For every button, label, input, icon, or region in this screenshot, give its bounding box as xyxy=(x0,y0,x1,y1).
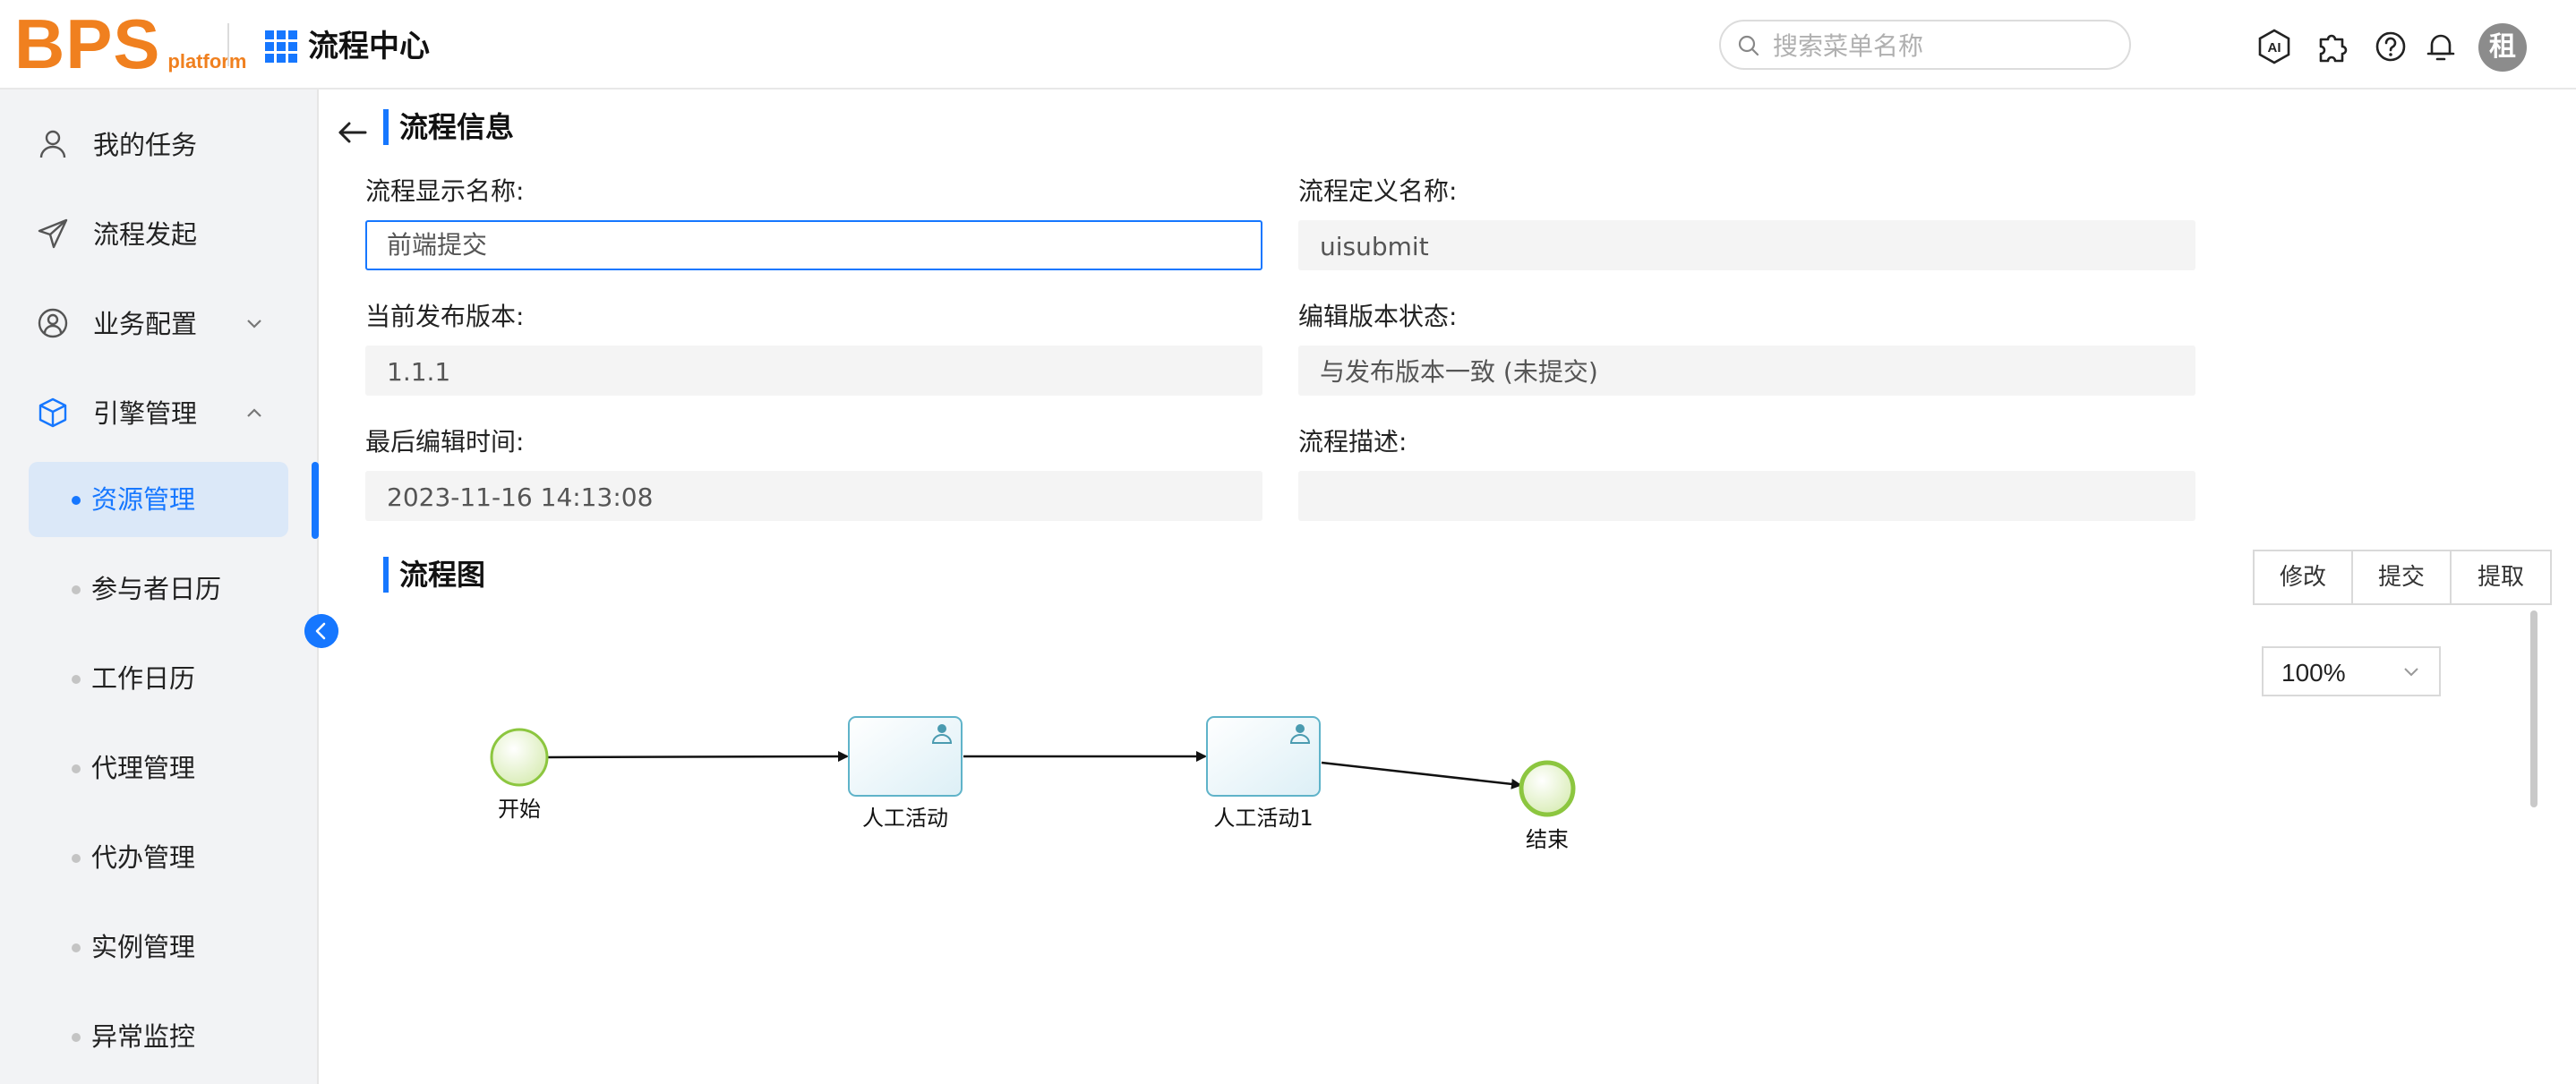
zoom-select[interactable]: 100% xyxy=(2262,646,2441,696)
field-label-description: 流程描述: xyxy=(1298,427,1408,457)
definition-name-field[interactable]: uisubmit xyxy=(1298,220,2195,270)
svg-text:AI: AI xyxy=(2268,40,2281,55)
submit-button[interactable]: 提交 xyxy=(2353,551,2452,603)
field-label-display-name: 流程显示名称: xyxy=(365,176,525,206)
bullet-dot xyxy=(72,496,81,505)
extract-button[interactable]: 提取 xyxy=(2452,551,2550,603)
sidebar-subitem-label: 工作日历 xyxy=(91,663,196,694)
bullet-dot xyxy=(72,1033,81,1042)
sidebar-item-my-tasks[interactable]: 我的任务 xyxy=(0,109,319,181)
sidebar-subitem-label: 资源管理 xyxy=(91,484,196,515)
ai-icon[interactable]: AI xyxy=(2256,29,2292,64)
sidebar-subitem-resource-management[interactable]: 资源管理 xyxy=(29,462,288,537)
flow-task2-to-end[interactable] xyxy=(1321,761,1522,790)
search-box[interactable] xyxy=(1719,20,2131,70)
bell-icon[interactable] xyxy=(2423,29,2459,64)
process-diagram xyxy=(490,716,1576,817)
display-name-input[interactable]: 前端提交 xyxy=(365,220,1262,270)
bps-logo[interactable]: BPS platform xyxy=(14,7,246,79)
sidebar-subitem-exception-monitor[interactable]: 异常监控 xyxy=(29,999,288,1074)
top-header: BPS platform 流程中心 AI 租 xyxy=(0,0,2576,90)
active-indicator-bar xyxy=(312,462,319,539)
app-grid-icon[interactable] xyxy=(265,30,297,63)
plugin-icon[interactable] xyxy=(2314,29,2349,64)
section-accent-bar xyxy=(383,109,389,145)
logo-subtext: platform xyxy=(167,50,247,73)
sidebar-item-engine-management[interactable]: 引擎管理 xyxy=(0,378,319,449)
end-node-label: 结束 xyxy=(1526,827,1569,852)
end-event-node[interactable] xyxy=(1519,760,1576,817)
bullet-dot xyxy=(72,943,81,952)
section-title-process-diagram: 流程图 xyxy=(399,558,486,592)
user-task-icon xyxy=(1289,724,1311,744)
flow-start-to-task1[interactable] xyxy=(547,751,849,763)
bullet-dot xyxy=(72,854,81,863)
search-icon xyxy=(1738,35,1759,56)
task2-node-label: 人工活动1 xyxy=(1213,806,1314,831)
help-icon[interactable] xyxy=(2373,29,2409,64)
avatar[interactable]: 租 xyxy=(2478,23,2527,72)
search-input[interactable] xyxy=(1773,30,2113,61)
zoom-value: 100% xyxy=(2281,659,2346,687)
start-event-node[interactable] xyxy=(490,728,549,787)
field-label-edit-status: 编辑版本状态: xyxy=(1298,302,1458,331)
bullet-dot xyxy=(72,585,81,594)
sidebar-subitem-label: 参与者日历 xyxy=(91,574,222,604)
sidebar-subitem-proxy-management[interactable]: 代办管理 xyxy=(29,820,288,895)
sidebar-item-start-process[interactable]: 流程发起 xyxy=(0,199,319,270)
sidebar-item-label: 我的任务 xyxy=(93,130,198,160)
sidebar-subitem-agent-management[interactable]: 代理管理 xyxy=(29,730,288,806)
field-label-definition-name: 流程定义名称: xyxy=(1298,176,1458,206)
field-label-current-version: 当前发布版本: xyxy=(365,302,525,331)
task-node-2[interactable] xyxy=(1206,716,1321,797)
bullet-dot xyxy=(72,764,81,773)
sidebar-subitem-work-calendar[interactable]: 工作日历 xyxy=(29,641,288,716)
edit-status-field[interactable]: 与发布版本一致 (未提交) xyxy=(1298,346,2195,396)
last-edit-time-field[interactable]: 2023-11-16 14:13:08 xyxy=(365,471,1262,521)
start-node-label: 开始 xyxy=(498,797,541,822)
sidebar-subitem-instance-management[interactable]: 实例管理 xyxy=(29,909,288,985)
current-version-field[interactable]: 1.1.1 xyxy=(365,346,1262,396)
app-title: 流程中心 xyxy=(308,29,430,64)
sidebar: 我的任务 流程发起 业务配置 引擎管理 资源管理 xyxy=(0,90,319,1084)
sidebar-item-label: 流程发起 xyxy=(93,219,198,250)
task-node-1[interactable] xyxy=(848,716,963,797)
send-icon xyxy=(38,218,68,249)
sidebar-subitem-label: 代理管理 xyxy=(91,753,196,783)
diagram-action-buttons: 修改 提交 提取 xyxy=(2253,550,2552,605)
task1-node-label: 人工活动 xyxy=(862,806,948,831)
sidebar-item-business-config[interactable]: 业务配置 xyxy=(0,288,319,360)
chevron-up-icon xyxy=(247,408,261,417)
logo-text: BPS xyxy=(14,4,161,83)
user-task-icon xyxy=(931,724,953,744)
modify-button[interactable]: 修改 xyxy=(2255,551,2353,603)
description-field[interactable] xyxy=(1298,471,2195,521)
chevron-down-icon xyxy=(247,320,261,329)
sidebar-item-label: 业务配置 xyxy=(93,309,198,339)
sidebar-subitem-label: 异常监控 xyxy=(91,1021,196,1052)
chevron-down-icon xyxy=(2404,668,2418,677)
back-arrow-icon[interactable] xyxy=(335,115,371,150)
sidebar-subitem-label: 代办管理 xyxy=(91,842,196,873)
user-circle-icon xyxy=(38,308,68,338)
diagram-scrollbar[interactable] xyxy=(2530,610,2537,807)
user-icon xyxy=(39,130,66,158)
sidebar-subitem-participant-calendar[interactable]: 参与者日历 xyxy=(29,551,288,627)
collapse-sidebar-button[interactable] xyxy=(304,614,338,648)
cube-icon xyxy=(39,397,67,428)
sidebar-subitem-label: 实例管理 xyxy=(91,932,196,962)
section-title-process-info: 流程信息 xyxy=(399,110,515,144)
section-accent-bar xyxy=(383,557,389,593)
header-divider xyxy=(227,23,229,66)
sidebar-item-label: 引擎管理 xyxy=(93,398,198,429)
field-label-last-edit-time: 最后编辑时间: xyxy=(365,427,525,457)
bullet-dot xyxy=(72,675,81,684)
